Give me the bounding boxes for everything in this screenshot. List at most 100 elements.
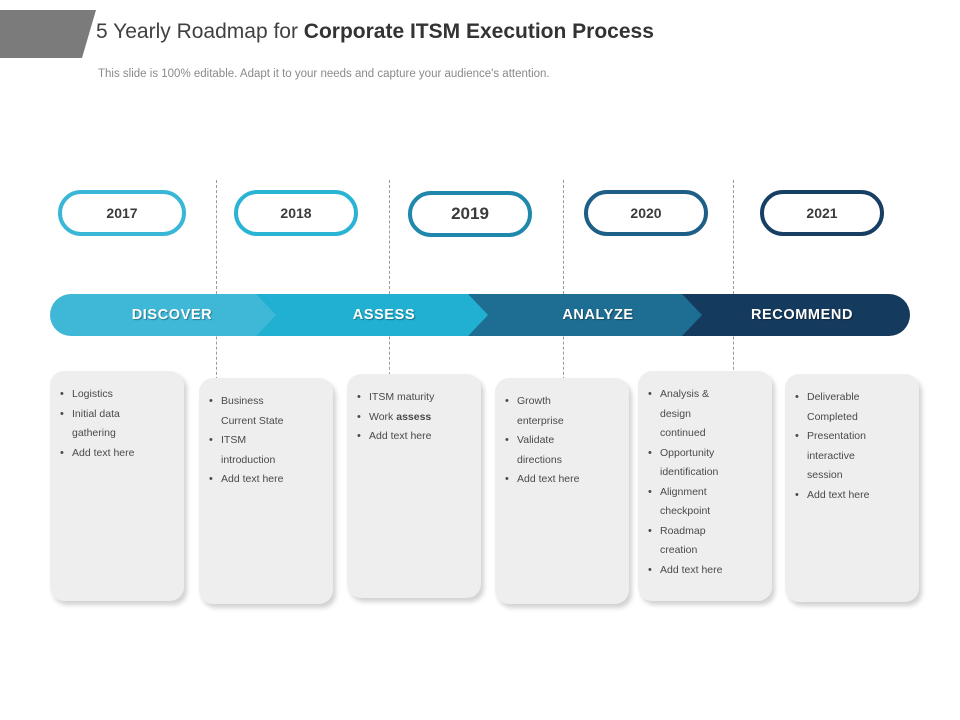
year-label: 2021	[806, 205, 838, 221]
list-item: Opportunity	[648, 444, 764, 464]
list-item-text: Add text here	[660, 563, 723, 576]
year-label: 2017	[106, 205, 138, 221]
year-label: 2018	[280, 205, 312, 221]
year-marker-2020[interactable]: 2020	[584, 190, 708, 236]
list-item-text: Roadmap	[660, 524, 706, 537]
page-title-bold: Corporate ITSM Execution Process	[303, 20, 654, 43]
year-marker-2018[interactable]: 2018	[234, 190, 358, 236]
list-item: ITSM	[209, 431, 325, 451]
list-item-text: ITSM maturity	[369, 391, 435, 403]
list-item: Work assess	[357, 408, 473, 428]
list-item: Analysis &	[648, 385, 764, 405]
list-item-text: Business	[221, 395, 264, 407]
content-card-3[interactable]: Growth enterpriseValidate directionsAdd te…	[495, 378, 629, 604]
card-list: Growth enterpriseValidate directionsAdd te…	[495, 378, 629, 490]
page-title-plain: 5 Yearly Roadmap for	[96, 20, 304, 43]
list-item-text: design	[660, 407, 691, 420]
list-item-text: Add text here	[369, 430, 432, 442]
list-item-text: creation	[660, 544, 698, 556]
top-rule	[0, 6, 960, 10]
header-band	[0, 10, 960, 58]
year-label: 2019	[451, 204, 489, 223]
phase-chevron-recommend[interactable]: RECOMMEND	[682, 294, 910, 336]
phase-label: ASSESS	[352, 307, 416, 323]
list-item: Initial data	[60, 405, 176, 425]
dashed-connector-2	[563, 180, 564, 390]
dashed-connector-1	[389, 180, 390, 390]
phase-label: ANALYZE	[562, 307, 634, 323]
list-item-text: assess	[396, 410, 432, 423]
list-item-text: Add text here	[807, 488, 870, 501]
list-item-text: gathering	[72, 427, 116, 439]
content-card-0[interactable]: LogisticsInitial data gatheringAdd text h…	[50, 371, 184, 601]
list-item: Presentation	[795, 427, 911, 447]
year-marker-2017[interactable]: 2017	[58, 190, 186, 236]
list-item-text: introduction	[221, 453, 276, 466]
phase-chevron-discover[interactable]: DISCOVER	[50, 294, 294, 336]
list-item-text: Work	[369, 410, 397, 423]
dashed-connector-3	[733, 180, 734, 390]
list-item: ITSM maturity	[357, 388, 473, 408]
list-item: continued	[660, 424, 764, 444]
list-item: introduction	[221, 451, 325, 471]
list-item-text: enterprise	[517, 414, 564, 427]
card-list: ITSM maturityWork assessAdd text here	[347, 374, 481, 447]
card-list: DeliverableCompletedPresentation interact…	[785, 374, 919, 505]
content-card-5[interactable]: DeliverableCompletedPresentation interact…	[785, 374, 919, 602]
list-item: gathering	[72, 424, 176, 444]
year-label: 2020	[630, 205, 662, 221]
list-item-text: Add text here	[72, 446, 135, 459]
list-item: design	[660, 405, 764, 425]
card-list: LogisticsInitial data gatheringAdd text h…	[50, 371, 184, 463]
list-item-text: ITSM	[221, 434, 247, 446]
list-item-text: Presentation	[807, 430, 866, 442]
phase-chevron-analyze[interactable]: ANALYZE	[468, 294, 716, 336]
list-item-text: session	[807, 469, 843, 481]
content-card-4[interactable]: Analysis & design continuedOpportunity iden…	[638, 371, 772, 601]
list-item: Deliverable	[795, 388, 911, 408]
page-title: 5 Yearly Roadmap for Corporate ITSM Exec…	[96, 20, 654, 44]
list-item: Completed	[807, 408, 911, 428]
list-item-text: directions	[517, 453, 562, 466]
list-item: interactive	[807, 447, 911, 467]
list-item: session	[807, 466, 911, 486]
list-item: Add text here	[648, 561, 764, 581]
list-item: Alignment	[648, 483, 764, 503]
list-item: Roadmap	[648, 522, 764, 542]
list-item: Add text here	[505, 470, 621, 490]
list-item: enterprise	[517, 412, 621, 432]
list-item: Add text here	[60, 444, 176, 464]
year-marker-2019[interactable]: 2019	[408, 191, 532, 237]
list-item-text: Add text here	[517, 473, 580, 485]
list-item-text: Add text here	[221, 473, 284, 485]
phase-label: RECOMMEND	[750, 307, 854, 323]
list-item-text: identification	[660, 466, 719, 478]
header-plate	[82, 10, 922, 58]
list-item: creation	[660, 541, 764, 561]
list-item-text: Alignment	[660, 485, 707, 498]
content-card-2[interactable]: ITSM maturityWork assessAdd text here	[347, 374, 481, 598]
list-item: Validate	[505, 431, 621, 451]
list-item: checkpoint	[660, 502, 764, 522]
list-item: identification	[660, 463, 764, 483]
list-item: directions	[517, 451, 621, 471]
phase-chevron-assess[interactable]: ASSESS	[256, 294, 500, 336]
list-item-text: Completed	[807, 410, 858, 423]
list-item-text: checkpoint	[660, 505, 711, 517]
list-item-text: interactive	[807, 449, 855, 462]
list-item-text: Current State	[221, 414, 284, 427]
list-item: Logistics	[60, 385, 176, 405]
list-item: Growth	[505, 392, 621, 412]
dashed-connector-0	[216, 180, 217, 390]
year-marker-2021[interactable]: 2021	[760, 190, 884, 236]
list-item-text: Validate	[517, 434, 555, 446]
list-item: Add text here	[209, 470, 325, 490]
list-item: Current State	[221, 412, 325, 432]
list-item-text: continued	[660, 427, 706, 439]
card-list: Analysis & design continuedOpportunity iden…	[638, 371, 772, 580]
list-item-text: Growth	[517, 395, 551, 407]
list-item: Business	[209, 392, 325, 412]
list-item: Add text here	[357, 427, 473, 447]
